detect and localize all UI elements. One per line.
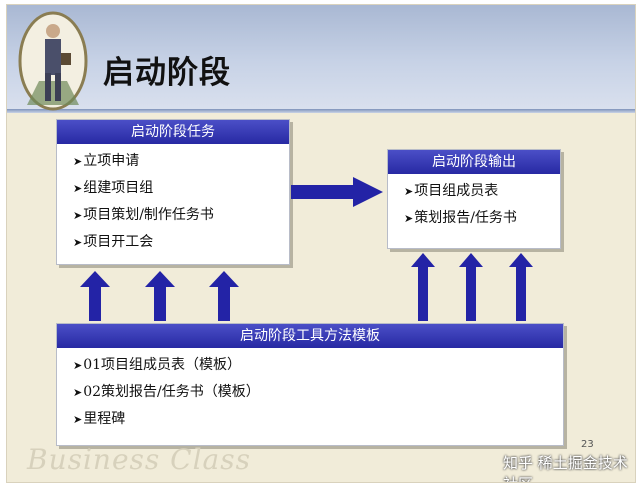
list-item: ➤02策划报告/任务书（模板） xyxy=(73,379,563,406)
up-arrow-icon xyxy=(145,271,175,321)
arrow-bullet-icon: ➤ xyxy=(73,359,82,372)
arrow-bullet-icon: ➤ xyxy=(73,413,82,426)
tools-list: ➤01项目组成员表（模板） ➤02策划报告/任务书（模板） ➤里程碑 xyxy=(57,348,563,433)
slide-title: 启动阶段 xyxy=(103,47,231,92)
list-item: ➤01项目组成员表（模板） xyxy=(73,352,563,379)
arrow-bullet-icon: ➤ xyxy=(73,155,82,168)
up-arrow-icon xyxy=(411,253,435,321)
list-item: ➤策划报告/任务书 xyxy=(404,205,560,232)
arrow-bullet-icon: ➤ xyxy=(73,386,82,399)
arrow-bullet-icon: ➤ xyxy=(73,182,82,195)
outputs-box: 启动阶段输出 ➤项目组成员表 ➤策划报告/任务书 xyxy=(387,149,561,249)
tools-box: 启动阶段工具方法模板 ➤01项目组成员表（模板） ➤02策划报告/任务书（模板）… xyxy=(56,323,564,446)
background-watermark: Business Class xyxy=(27,443,251,476)
tasks-list: ➤立项申请 ➤组建项目组 ➤项目策划/制作任务书 ➤项目开工会 xyxy=(57,144,289,256)
arrow-bullet-icon: ➤ xyxy=(73,236,82,249)
list-item: ➤项目组成员表 xyxy=(404,178,560,205)
arrow-bullet-icon: ➤ xyxy=(73,209,82,222)
title-banner xyxy=(7,5,635,109)
list-item: ➤里程碑 xyxy=(73,406,563,433)
tasks-to-outputs-arrow-icon xyxy=(291,177,383,207)
tools-box-heading: 启动阶段工具方法模板 xyxy=(57,324,563,348)
businessman-logo-icon xyxy=(17,9,89,113)
up-arrow-icon xyxy=(509,253,533,321)
page-number: 23 xyxy=(581,439,594,450)
outputs-box-heading: 启动阶段输出 xyxy=(388,150,560,174)
list-item: ➤项目策划/制作任务书 xyxy=(73,202,289,229)
title-divider xyxy=(7,109,635,113)
arrow-bullet-icon: ➤ xyxy=(404,185,413,198)
list-item: ➤项目开工会 xyxy=(73,229,289,256)
slide: 启动阶段 启动阶段任务 ➤立项申请 ➤组建项目组 ➤项目策划/制作任务书 ➤项目… xyxy=(6,4,636,483)
list-item: ➤立项申请 xyxy=(73,148,289,175)
outputs-list: ➤项目组成员表 ➤策划报告/任务书 xyxy=(388,174,560,232)
list-item: ➤组建项目组 xyxy=(73,175,289,202)
up-arrow-icon xyxy=(209,271,239,321)
source-watermark: 知乎 稀土掘金技术社区 xyxy=(503,452,635,483)
arrow-bullet-icon: ➤ xyxy=(404,212,413,225)
tasks-box-heading: 启动阶段任务 xyxy=(57,120,289,144)
tasks-box: 启动阶段任务 ➤立项申请 ➤组建项目组 ➤项目策划/制作任务书 ➤项目开工会 xyxy=(56,119,290,265)
up-arrow-icon xyxy=(459,253,483,321)
up-arrow-icon xyxy=(80,271,110,321)
